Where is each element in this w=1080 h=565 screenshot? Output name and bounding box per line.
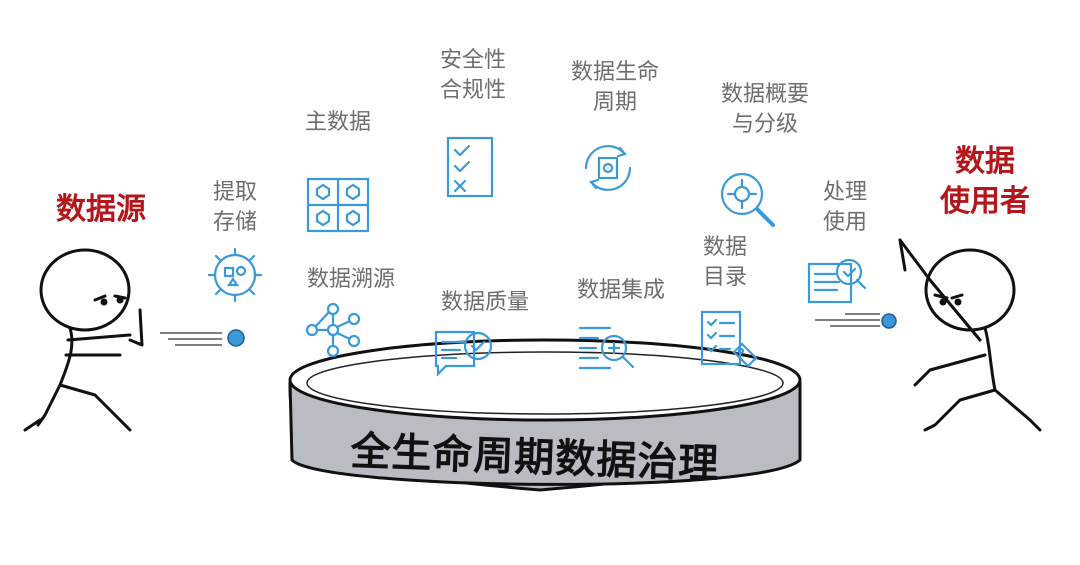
consumer-label: 数据 使用者 (940, 144, 1030, 219)
gear-icon (207, 247, 263, 303)
checklist-icon (446, 136, 494, 198)
consumer-figure (898, 238, 1042, 432)
magnifier-icon (720, 172, 775, 227)
label-lifecycle: 数据生命 周期 (570, 60, 659, 115)
source-label: 数据源 (56, 192, 146, 227)
source-data-ball (227, 329, 245, 347)
label-quality: 数据质量 (440, 290, 529, 315)
label-extract-storage: 提取 存储 (212, 180, 257, 235)
label-lineage: 数据溯源 (306, 267, 395, 292)
label-integration: 数据集成 (576, 278, 665, 303)
network-icon (305, 302, 361, 358)
label-catalog: 数据 目录 (702, 235, 747, 290)
source-figure (23, 248, 144, 432)
label-security: 安全性 合规性 (439, 48, 506, 103)
platform-drum (288, 338, 802, 492)
quality-badge-icon (434, 330, 493, 377)
consumer-data-ball (881, 313, 897, 329)
consumer-speed-lines (815, 313, 880, 327)
report-check-icon (807, 258, 867, 304)
catalog-tag-icon (700, 310, 758, 368)
label-master-data: 主数据 (304, 110, 371, 135)
label-overview: 数据概要 与分级 (720, 82, 809, 137)
label-processing: 处理 使用 (822, 180, 867, 235)
grid-icon (306, 177, 370, 233)
source-speed-lines (160, 332, 222, 346)
cycle-icon (584, 145, 632, 191)
magnifier-lines-icon (578, 326, 635, 370)
